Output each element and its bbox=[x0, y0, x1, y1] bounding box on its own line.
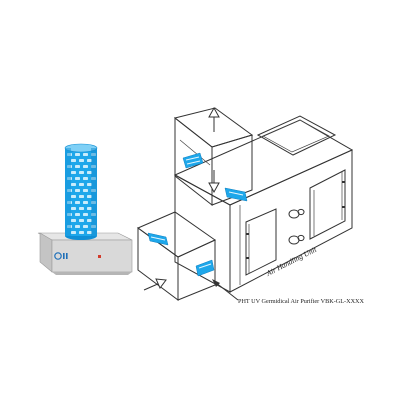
lamp-slot bbox=[79, 195, 84, 198]
air-handling-unit-drawing bbox=[136, 106, 354, 301]
lamp-slot bbox=[71, 159, 76, 162]
lamp-slot bbox=[83, 177, 88, 180]
uv-lamp-column bbox=[64, 143, 98, 240]
top-vent-opening bbox=[256, 115, 337, 156]
arrow-right-icon bbox=[143, 278, 167, 291]
inlet-duct-box bbox=[136, 211, 217, 301]
lamp-slot bbox=[75, 225, 80, 228]
lamp-slot bbox=[71, 219, 76, 222]
lamp-slot bbox=[83, 225, 88, 228]
lamp-slot bbox=[79, 207, 84, 210]
uv-lamp-marker-upper-right bbox=[224, 187, 248, 202]
lamp-slot bbox=[83, 213, 88, 216]
lamp-slot bbox=[79, 231, 84, 234]
uv-purifier-product bbox=[37, 143, 133, 275]
lamp-slot bbox=[71, 207, 76, 210]
uv-lamp-marker-inlet-right bbox=[195, 259, 215, 277]
lamp-slot bbox=[83, 165, 88, 168]
ahu-door-right bbox=[309, 169, 346, 240]
lamp-slot bbox=[71, 231, 76, 234]
lamp-slot bbox=[83, 201, 88, 204]
lamp-slot bbox=[83, 189, 88, 192]
arrow-up-icon bbox=[208, 106, 220, 132]
lamp-slot bbox=[75, 177, 80, 180]
purifier-caption: PHT UV Germidical Air Purifier VBK-GL-XX… bbox=[238, 298, 365, 305]
lamp-slot bbox=[87, 207, 92, 210]
lamp-slot bbox=[71, 195, 76, 198]
power-indicator-light bbox=[98, 255, 101, 258]
ahu-door-left bbox=[245, 208, 277, 276]
lamp-slot bbox=[79, 219, 84, 222]
lamp-slot bbox=[75, 201, 80, 204]
lamp-slot bbox=[71, 183, 76, 186]
lamp-slot bbox=[87, 183, 92, 186]
ahu-label: Air Handling Unit bbox=[264, 244, 319, 278]
lamp-slot bbox=[79, 171, 84, 174]
arrow-down-icon bbox=[208, 170, 220, 194]
uv-lamp-marker-upper-left bbox=[182, 152, 204, 169]
lamp-slot bbox=[75, 213, 80, 216]
lamp-slot bbox=[87, 219, 92, 222]
lamp-slot bbox=[75, 189, 80, 192]
purifier-housing-body bbox=[51, 239, 133, 273]
brand-logo bbox=[54, 252, 68, 260]
lamp-slot bbox=[79, 183, 84, 186]
purifier-housing-front bbox=[39, 232, 53, 273]
lamp-slot bbox=[87, 171, 92, 174]
lamp-slot bbox=[83, 153, 88, 156]
lamp-slot bbox=[87, 195, 92, 198]
lamp-slot bbox=[75, 165, 80, 168]
uv-lamp-marker-inlet-left bbox=[147, 232, 169, 246]
caption-leader bbox=[212, 279, 239, 301]
uv-lamp-installed-markers bbox=[147, 152, 248, 277]
lamp-slot bbox=[87, 159, 92, 162]
lamp-slot bbox=[71, 171, 76, 174]
pipe-fittings bbox=[288, 208, 305, 245]
lamp-slot bbox=[79, 159, 84, 162]
lamp-slot bbox=[87, 231, 92, 234]
lamp-slot bbox=[75, 153, 80, 156]
